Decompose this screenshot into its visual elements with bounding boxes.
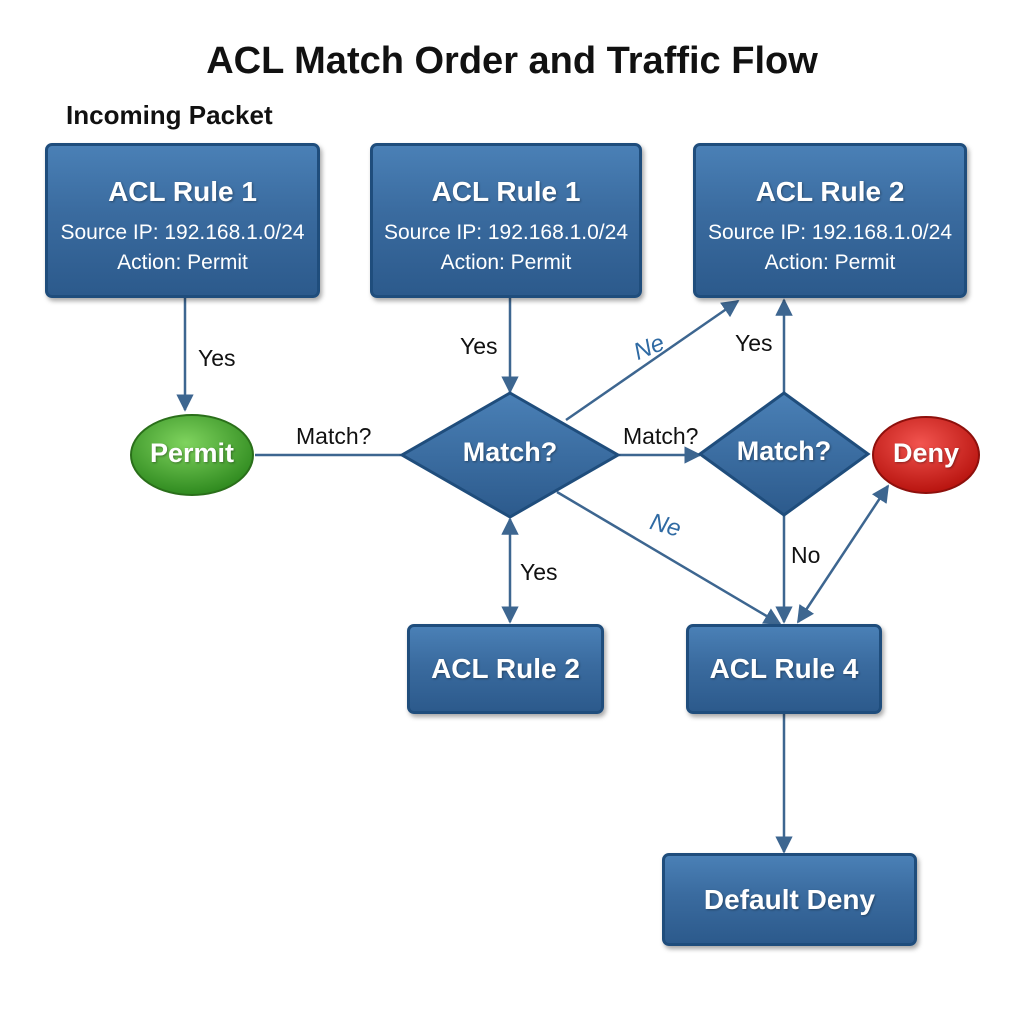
rule-title: ACL Rule 2	[431, 653, 580, 684]
rule-title: ACL Rule 1	[108, 176, 257, 207]
rule-title: ACL Rule 4	[709, 653, 859, 684]
permit-terminal	[130, 414, 254, 496]
acl-rule-4-box: ACL Rule 4	[686, 624, 882, 714]
acl-rule-1-left-box: ACL Rule 1 Source IP: 192.168.1.0/24 Act…	[45, 143, 320, 298]
edge-rule4-to-deny	[796, 484, 890, 624]
acl-rule-2-top-box: ACL Rule 2 Source IP: 192.168.1.0/24 Act…	[693, 143, 967, 298]
deny-terminal	[872, 416, 980, 494]
match-middle-label: Match?	[462, 437, 558, 467]
edge-label-yes-left: Yes	[198, 345, 236, 371]
default-deny-box: Default Deny	[662, 853, 917, 946]
permit-label: Permit	[149, 438, 235, 468]
rule-source-ip: Source IP: 192.168.1.0/24	[383, 221, 628, 244]
match-diamond-middle	[398, 391, 622, 519]
acl-rule-1-middle-box: ACL Rule 1 Source IP: 192.168.1.0/24 Act…	[370, 143, 642, 298]
rule-action: Action: Permit	[117, 251, 248, 274]
incoming-packet-label: Incoming Packet	[66, 100, 273, 130]
edge-label-yes-middle: Yes	[460, 333, 498, 359]
edge-label-no: No	[791, 542, 821, 568]
rule-title: ACL Rule 2	[755, 176, 905, 207]
edge-match-mid-to-rule2-top	[565, 299, 740, 422]
edge-label-yes-bottom: Yes	[520, 559, 558, 585]
match-right-label: Match?	[736, 436, 832, 466]
edge-label-match-left: Match?	[296, 423, 372, 449]
acl-rule-2-bottom-box: ACL Rule 2	[407, 624, 604, 714]
rule-action: Action: Permit	[764, 251, 896, 274]
edge-match-mid-to-rule4	[556, 490, 782, 626]
edge-label-match-right: Match?	[623, 423, 699, 449]
rule-source-ip: Source IP: 192.168.1.0/24	[60, 221, 305, 244]
edge-label-yes-right: Yes	[735, 330, 773, 356]
default-deny-label: Default Deny	[703, 883, 876, 915]
rule-action: Action: Permit	[440, 251, 572, 274]
match-diamond-right	[697, 391, 871, 517]
deny-label: Deny	[892, 438, 960, 468]
rule-source-ip: Source IP: 192.168.1.0/24	[707, 221, 952, 244]
rule-title: ACL Rule 1	[431, 176, 581, 207]
diagram-title: ACL Match Order and Traffic Flow	[206, 40, 818, 82]
